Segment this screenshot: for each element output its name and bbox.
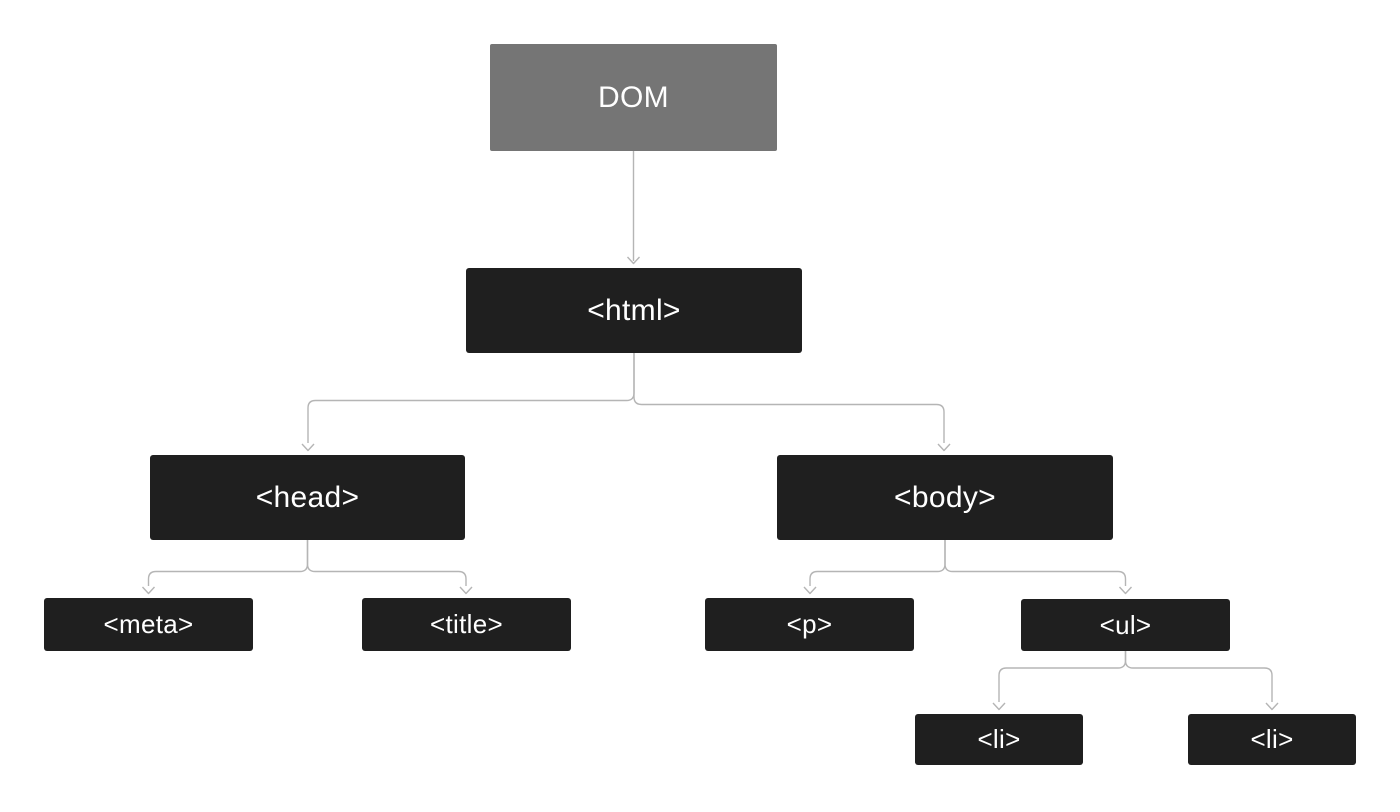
node-dom-label: DOM [598,80,669,114]
edge-body-ul [944,540,1127,586]
node-li-second-label: <li> [1250,724,1294,754]
edge-head-title [306,540,467,586]
arrowhead-body [937,443,951,452]
edge-head-meta [147,540,309,586]
node-ul-label: <ul> [1099,609,1152,640]
arrowhead-html [626,256,641,265]
node-li-first-label: <li> [977,724,1021,754]
node-meta: <meta> [44,598,253,651]
node-title-label: <title> [430,609,503,639]
node-meta-label: <meta> [103,609,194,639]
arrowhead-p [803,586,817,595]
node-dom: DOM [490,44,777,151]
arrowhead-title [459,586,473,595]
node-head: <head> [150,455,465,540]
node-p: <p> [705,598,914,651]
node-li-second: <li> [1188,714,1356,765]
node-ul: <ul> [1021,599,1230,651]
edge-html-head [307,353,635,443]
node-html: <html> [466,268,802,353]
arrowhead-meta [141,586,156,595]
edge-ul-li2 [1124,651,1273,702]
node-li-first: <li> [915,714,1083,765]
edge-body-p [809,540,946,586]
arrowhead-li1 [992,702,1006,711]
node-body: <body> [777,455,1113,540]
node-p-label: <p> [786,609,833,639]
edge-ul-li1 [998,651,1127,702]
arrowhead-li2 [1265,702,1279,711]
edge-html-body [633,353,945,443]
node-title: <title> [362,598,571,651]
arrowhead-ul [1118,586,1133,595]
node-html-label: <html> [587,293,681,327]
node-head-label: <head> [255,480,360,514]
arrowhead-head [301,443,315,452]
node-body-label: <body> [894,480,996,514]
